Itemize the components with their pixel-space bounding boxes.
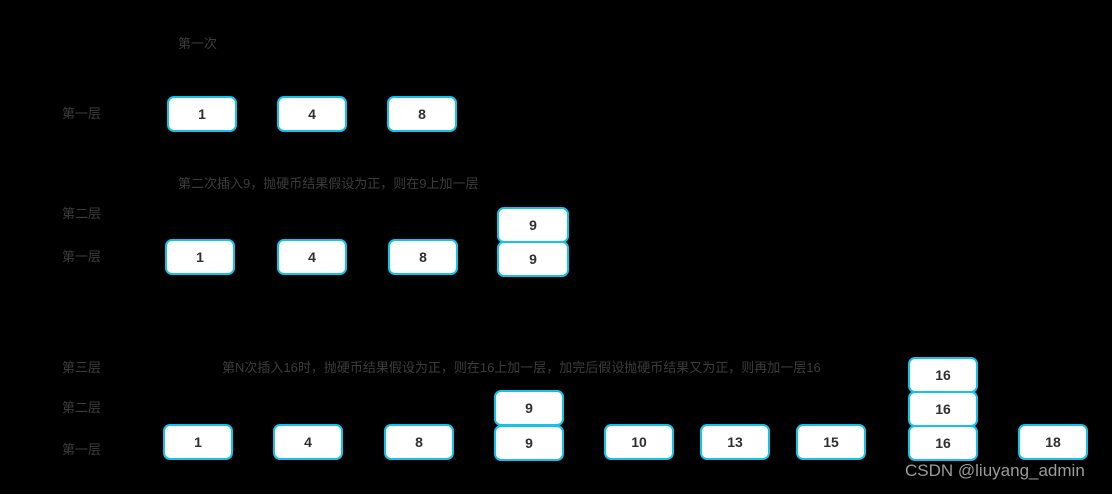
skiplist-node[interactable]: 4 (273, 424, 343, 460)
skiplist-node[interactable]: 4 (277, 96, 347, 132)
skiplist-node[interactable]: 13 (700, 424, 770, 460)
skiplist-node[interactable]: 8 (387, 96, 457, 132)
level-label: 第一层 (62, 106, 102, 121)
section-caption: 第一次 (178, 36, 218, 51)
skiplist-node[interactable]: 18 (1018, 424, 1088, 460)
level-label: 第二层 (62, 400, 102, 415)
skiplist-node[interactable]: 4 (277, 239, 347, 275)
level-label: 第二层 (62, 206, 102, 221)
skiplist-node[interactable]: 8 (384, 424, 454, 460)
skiplist-node[interactable]: 1 (165, 239, 235, 275)
skiplist-node[interactable]: 1 (167, 96, 237, 132)
skiplist-node[interactable]: 15 (796, 424, 866, 460)
skiplist-node[interactable]: 16 (908, 425, 978, 461)
level-label: 第一层 (62, 442, 102, 457)
section-caption: 第二次插入9，抛硬币结果假设为正，则在9上加一层 (178, 176, 479, 191)
skiplist-node[interactable]: 9 (494, 390, 564, 426)
skiplist-node[interactable]: 1 (163, 424, 233, 460)
csdn-watermark: CSDN @liuyang_admin (905, 461, 1085, 480)
skiplist-node[interactable]: 9 (494, 425, 564, 461)
skiplist-node[interactable]: 8 (388, 239, 458, 275)
skiplist-node[interactable]: 16 (908, 357, 978, 393)
skiplist-node[interactable]: 9 (497, 241, 569, 277)
section-caption: 第N次插入16时，抛硬币结果假设为正，则在16上加一层，加完后假设抛硬币结果又为… (222, 360, 821, 375)
skiplist-node[interactable]: 10 (604, 424, 674, 460)
level-label: 第三层 (62, 360, 102, 375)
skiplist-node[interactable]: 16 (908, 391, 978, 427)
level-label: 第一层 (62, 249, 102, 264)
